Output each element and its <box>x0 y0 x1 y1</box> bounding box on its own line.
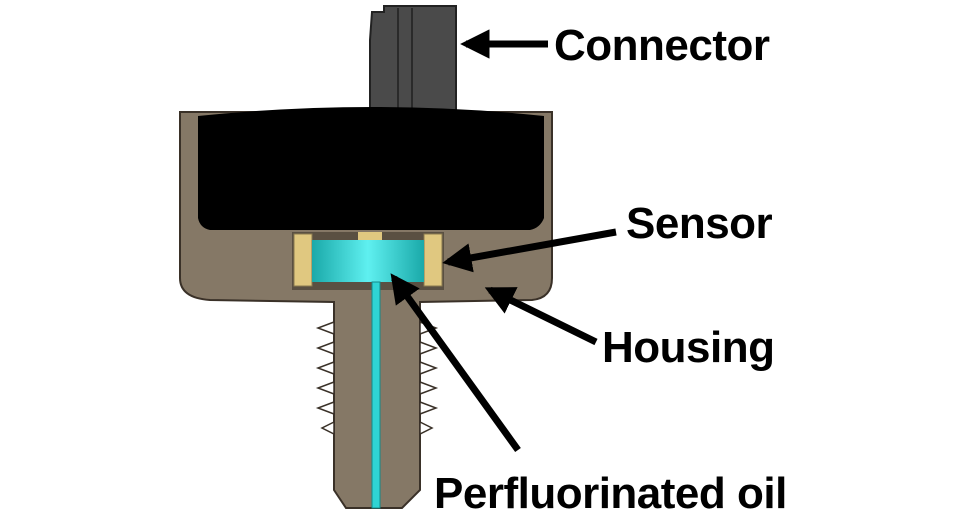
connector-part <box>369 5 457 111</box>
molded-body <box>198 107 544 230</box>
sensor-arrow <box>442 228 617 273</box>
housing-label: Housing <box>602 323 774 372</box>
sensor-part <box>292 232 444 290</box>
housing-arrow <box>484 286 598 346</box>
oil-channel <box>371 281 381 509</box>
oil-arrow <box>390 273 521 453</box>
sensor-label: Sensor <box>626 199 773 248</box>
oil-label: Perfluorinated oil <box>434 469 787 518</box>
thread-left <box>315 320 335 436</box>
connector-label: Connector <box>554 21 770 70</box>
